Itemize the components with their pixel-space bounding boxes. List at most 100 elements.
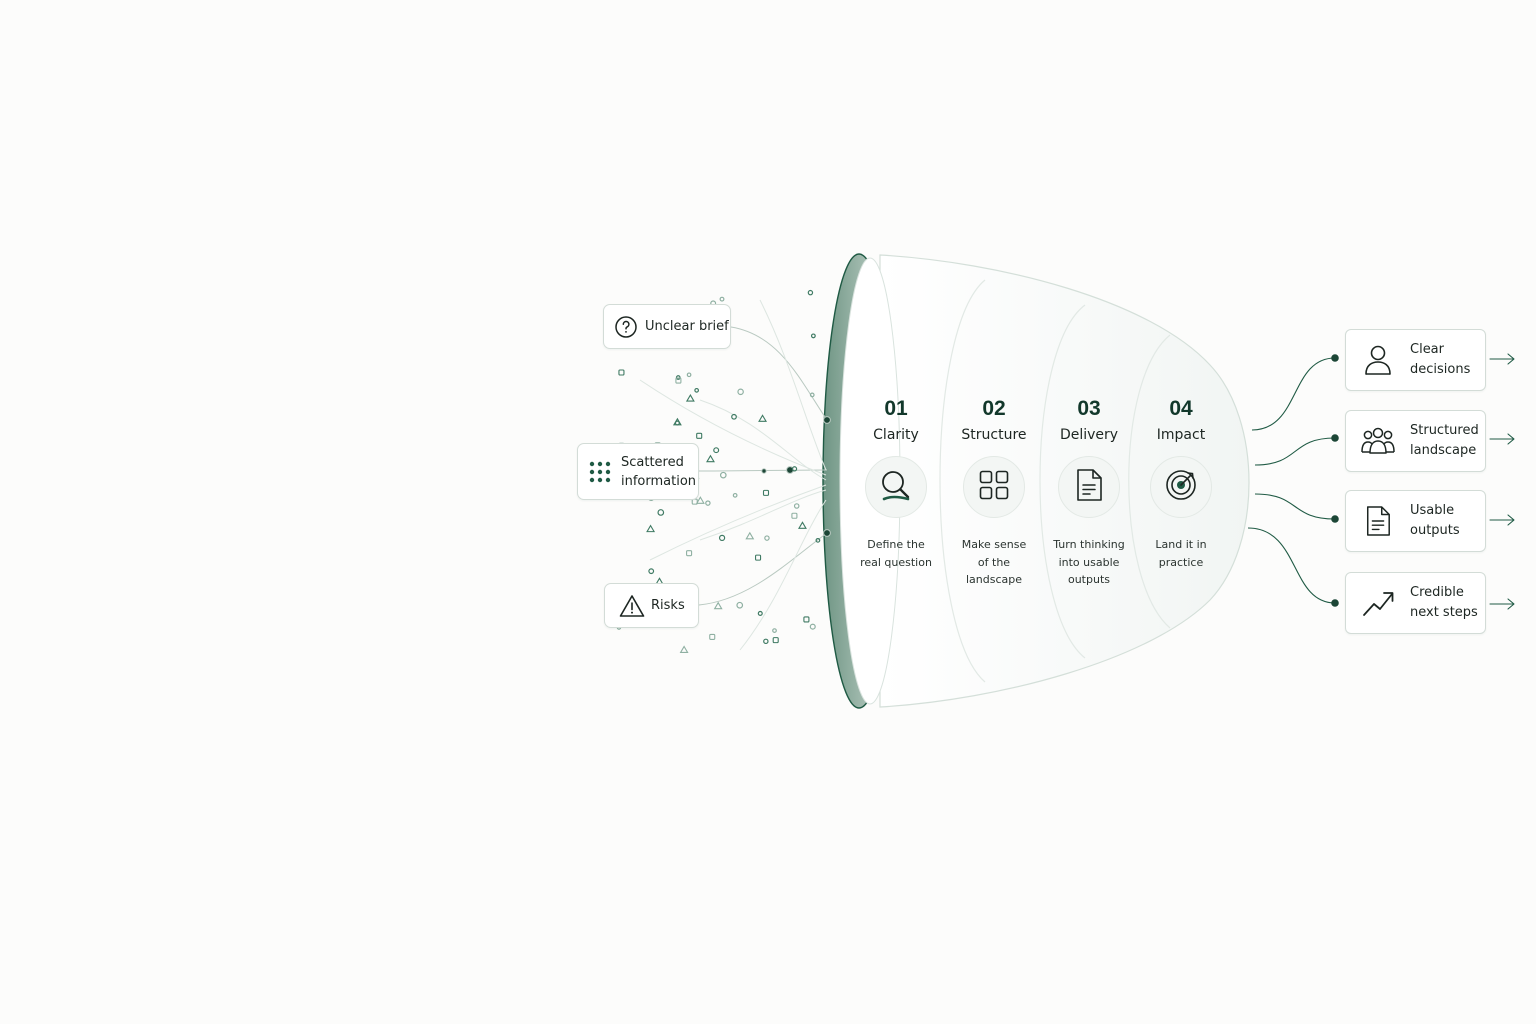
stage-number: 01 (884, 397, 908, 420)
particle (757, 610, 763, 616)
particle (696, 432, 703, 439)
stage-description: Turn thinking into usable outputs (1053, 538, 1125, 586)
stage-structure: 02 Structure Make sense of the landscape (944, 396, 1044, 589)
stage-icon-circle (1150, 456, 1212, 518)
flow-line (698, 469, 828, 472)
input-tag-label: Scattered information (621, 454, 697, 489)
particle (618, 369, 625, 376)
particle (758, 414, 768, 422)
stage-number: 03 (1077, 397, 1101, 420)
section-divider-2 (1039, 304, 1086, 659)
question-icon (613, 314, 639, 340)
stage-number: 04 (1169, 397, 1193, 420)
stage-number: 02 (982, 397, 1006, 420)
output-credible-next-steps: Credible next steps (1345, 572, 1486, 634)
output-structured-landscape: Structured landscape (1345, 410, 1486, 472)
particle (648, 568, 655, 575)
particle (713, 601, 723, 610)
input-tag-label: Unclear brief (645, 319, 729, 334)
grid-icon (978, 469, 1010, 505)
particle (809, 623, 816, 630)
input-tag-scattered-information: Scattered information (577, 443, 699, 500)
particle (807, 289, 814, 296)
flow-line (739, 499, 827, 651)
search-icon (878, 467, 914, 507)
stage-icon-circle (1058, 456, 1120, 518)
stage-description: Make sense of the landscape (961, 538, 1027, 586)
stage-name: Structure (961, 427, 1027, 443)
stage-icon-circle (963, 456, 1025, 518)
particle (675, 375, 681, 380)
particle (675, 377, 682, 384)
particle (763, 638, 769, 645)
stage-name: Clarity (873, 427, 919, 443)
document-icon (1074, 468, 1104, 506)
particle (695, 496, 705, 504)
target-icon (1164, 468, 1198, 506)
output-connector-dot (1331, 599, 1339, 607)
particle (736, 601, 744, 609)
dots-grid-icon (587, 459, 613, 485)
flow-line (730, 326, 828, 421)
output-label: Usable outputs (1410, 503, 1460, 538)
trend-up-icon (1360, 585, 1396, 621)
output-connector-dot (1331, 434, 1339, 442)
particle (679, 645, 689, 654)
arrow-right-icon (1489, 433, 1515, 445)
person-icon (1360, 342, 1396, 378)
document-icon (1360, 503, 1396, 539)
stage-delivery: 03 Delivery Turn thinking into usable ou… (1039, 396, 1139, 589)
particle (646, 524, 656, 533)
stage-icon-circle (865, 456, 927, 518)
output-connector-line (1254, 493, 1336, 520)
flow-line (649, 484, 827, 561)
particle (809, 392, 815, 398)
particle (745, 531, 755, 540)
particle (772, 628, 777, 633)
particle (803, 616, 810, 623)
connector-dot (823, 416, 831, 424)
output-label: Credible next steps (1410, 585, 1478, 620)
particle (713, 447, 720, 454)
flow-line (699, 399, 827, 481)
stage-name: Impact (1156, 427, 1206, 443)
particle (672, 417, 682, 426)
people-icon (1360, 423, 1396, 459)
arrow-right-icon (1489, 353, 1515, 365)
particle (764, 535, 770, 541)
particle (762, 489, 770, 496)
section-divider-3 (1128, 334, 1171, 629)
particle (706, 454, 715, 463)
flow-line (639, 379, 827, 476)
connector-dot (761, 468, 767, 474)
input-tag-unclear-brief: Unclear brief (603, 304, 731, 349)
stage-description: Land it in practice (1155, 538, 1207, 569)
particle (755, 554, 762, 561)
particle (791, 512, 798, 519)
input-tag-risks: Risks (604, 583, 699, 628)
output-connector-line (1251, 357, 1336, 431)
particle (719, 296, 725, 302)
particle (731, 413, 737, 420)
particle (815, 537, 821, 543)
arrow-right-icon (1489, 598, 1515, 610)
stage-impact: 04 Impact Land it in practice (1131, 396, 1231, 571)
output-usable-outputs: Usable outputs (1345, 490, 1486, 552)
particle (694, 387, 700, 393)
particle (686, 372, 692, 378)
section-divider-1 (939, 279, 986, 683)
particle (685, 393, 695, 402)
connector-dot (823, 529, 831, 537)
stage-description: Define the real question (860, 538, 932, 569)
input-flow-lines (639, 299, 831, 651)
flow-line (759, 299, 827, 471)
output-connector-dot (1331, 354, 1339, 362)
particle (709, 633, 716, 640)
particle (705, 500, 711, 506)
stage-name: Delivery (1059, 427, 1119, 443)
output-connector-line (1247, 527, 1336, 604)
particle (798, 521, 807, 529)
particle (810, 333, 816, 339)
